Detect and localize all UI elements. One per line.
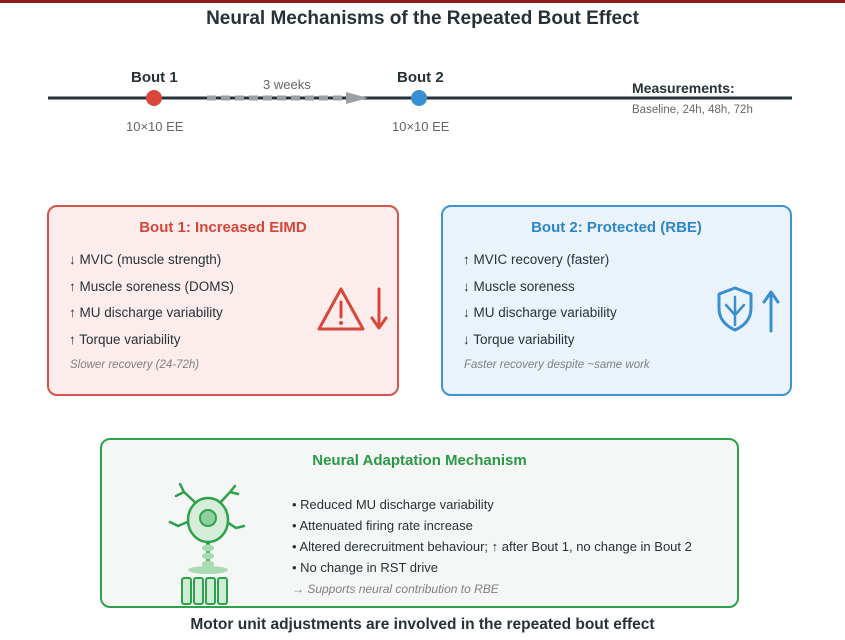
measurements-values: Baseline, 24h, 48h, 72h bbox=[632, 104, 753, 116]
neural-note: → Supports neural contribution to RBE bbox=[292, 582, 499, 596]
bout2-label: Bout 2 bbox=[397, 69, 444, 86]
top-accent-bar bbox=[0, 0, 845, 3]
neural-item: • Altered derecruitment behaviour; ↑ aft… bbox=[292, 539, 692, 554]
bout2-item: ↑ MVIC recovery (faster) bbox=[463, 252, 610, 267]
bout1-item: ↑ Muscle soreness (DOMS) bbox=[69, 279, 235, 294]
neural-item: • Attenuated firing rate increase bbox=[292, 518, 473, 533]
bout1-item: ↓ MVIC (muscle strength) bbox=[69, 252, 222, 267]
bout1-label: Bout 1 bbox=[131, 69, 178, 86]
bout1-marker bbox=[146, 90, 162, 106]
neural-item: • No change in RST drive bbox=[292, 560, 438, 575]
bout2-sub: 10×10 EE bbox=[392, 119, 450, 134]
warning-triangle-icon bbox=[317, 287, 365, 331]
bout1-sub: 10×10 EE bbox=[126, 119, 184, 134]
timeline bbox=[48, 90, 792, 106]
diagram-title: Neural Mechanisms of the Repeated Bout E… bbox=[206, 8, 639, 29]
bout1-box-title: Bout 1: Increased EIMD bbox=[139, 219, 307, 236]
measurements-title: Measurements: bbox=[632, 80, 735, 96]
arrow-up-icon bbox=[762, 290, 780, 333]
bout1-note: Slower recovery (24-72h) bbox=[70, 359, 200, 371]
bout1-box: Bout 1: Increased EIMD ↓ MVIC (muscle st… bbox=[47, 205, 399, 396]
shield-icon bbox=[717, 286, 753, 332]
interval-label: 3 weeks bbox=[263, 77, 311, 92]
neural-item: • Reduced MU discharge variability bbox=[292, 497, 494, 512]
bout2-box-title: Bout 2: Protected (RBE) bbox=[531, 219, 702, 236]
motor-neuron-icon bbox=[168, 482, 246, 605]
bout1-item: ↑ Torque variability bbox=[69, 332, 181, 347]
interval-arrowhead-icon bbox=[346, 92, 368, 104]
arrow-down-icon bbox=[370, 287, 388, 330]
bout2-marker bbox=[411, 90, 427, 106]
bout2-item: ↓ Torque variability bbox=[463, 332, 575, 347]
neural-adaptation-box: Neural Adaptation Mechanism • Reduced MU… bbox=[100, 438, 739, 608]
diagram-footer: Motor unit adjustments are involved in t… bbox=[190, 616, 655, 633]
bout2-item: ↓ Muscle soreness bbox=[463, 279, 575, 294]
neural-box-title: Neural Adaptation Mechanism bbox=[312, 452, 527, 469]
bout2-box: Bout 2: Protected (RBE) ↑ MVIC recovery … bbox=[441, 205, 792, 396]
bout2-note: Faster recovery despite ~same work bbox=[464, 359, 650, 371]
bout1-item: ↑ MU discharge variability bbox=[69, 305, 223, 320]
bout2-item: ↓ MU discharge variability bbox=[463, 305, 617, 320]
